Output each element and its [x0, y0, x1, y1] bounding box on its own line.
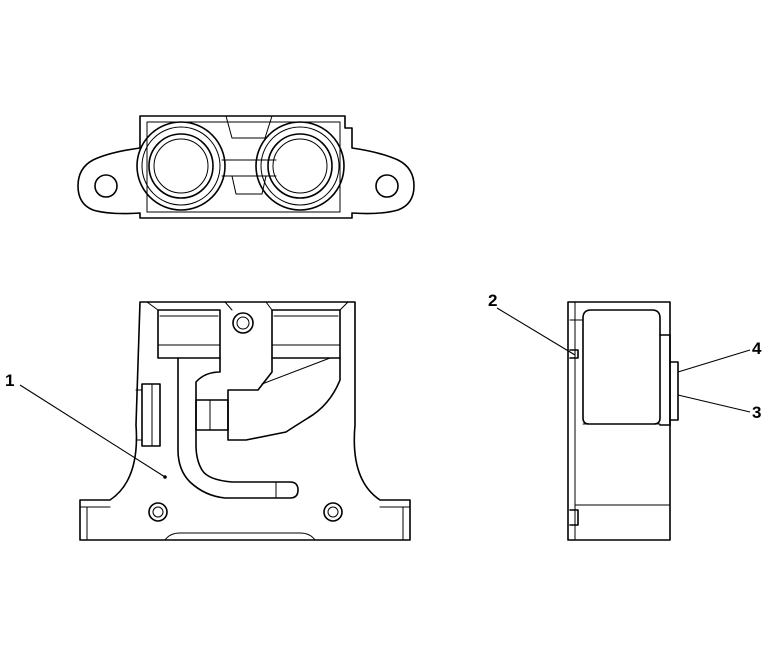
front-view	[79, 301, 411, 541]
leader-4	[677, 349, 751, 373]
side-view	[567, 301, 679, 541]
leader-lines	[19, 307, 751, 479]
callout-2: 2	[488, 291, 497, 310]
leader-3	[677, 394, 751, 413]
leader-1	[19, 384, 166, 478]
callout-4: 4	[752, 339, 762, 358]
callout-1: 1	[5, 371, 14, 390]
leader-2	[496, 307, 576, 356]
top-view	[77, 115, 415, 219]
callout-3: 3	[752, 403, 761, 422]
leader-1-dot	[163, 475, 167, 479]
